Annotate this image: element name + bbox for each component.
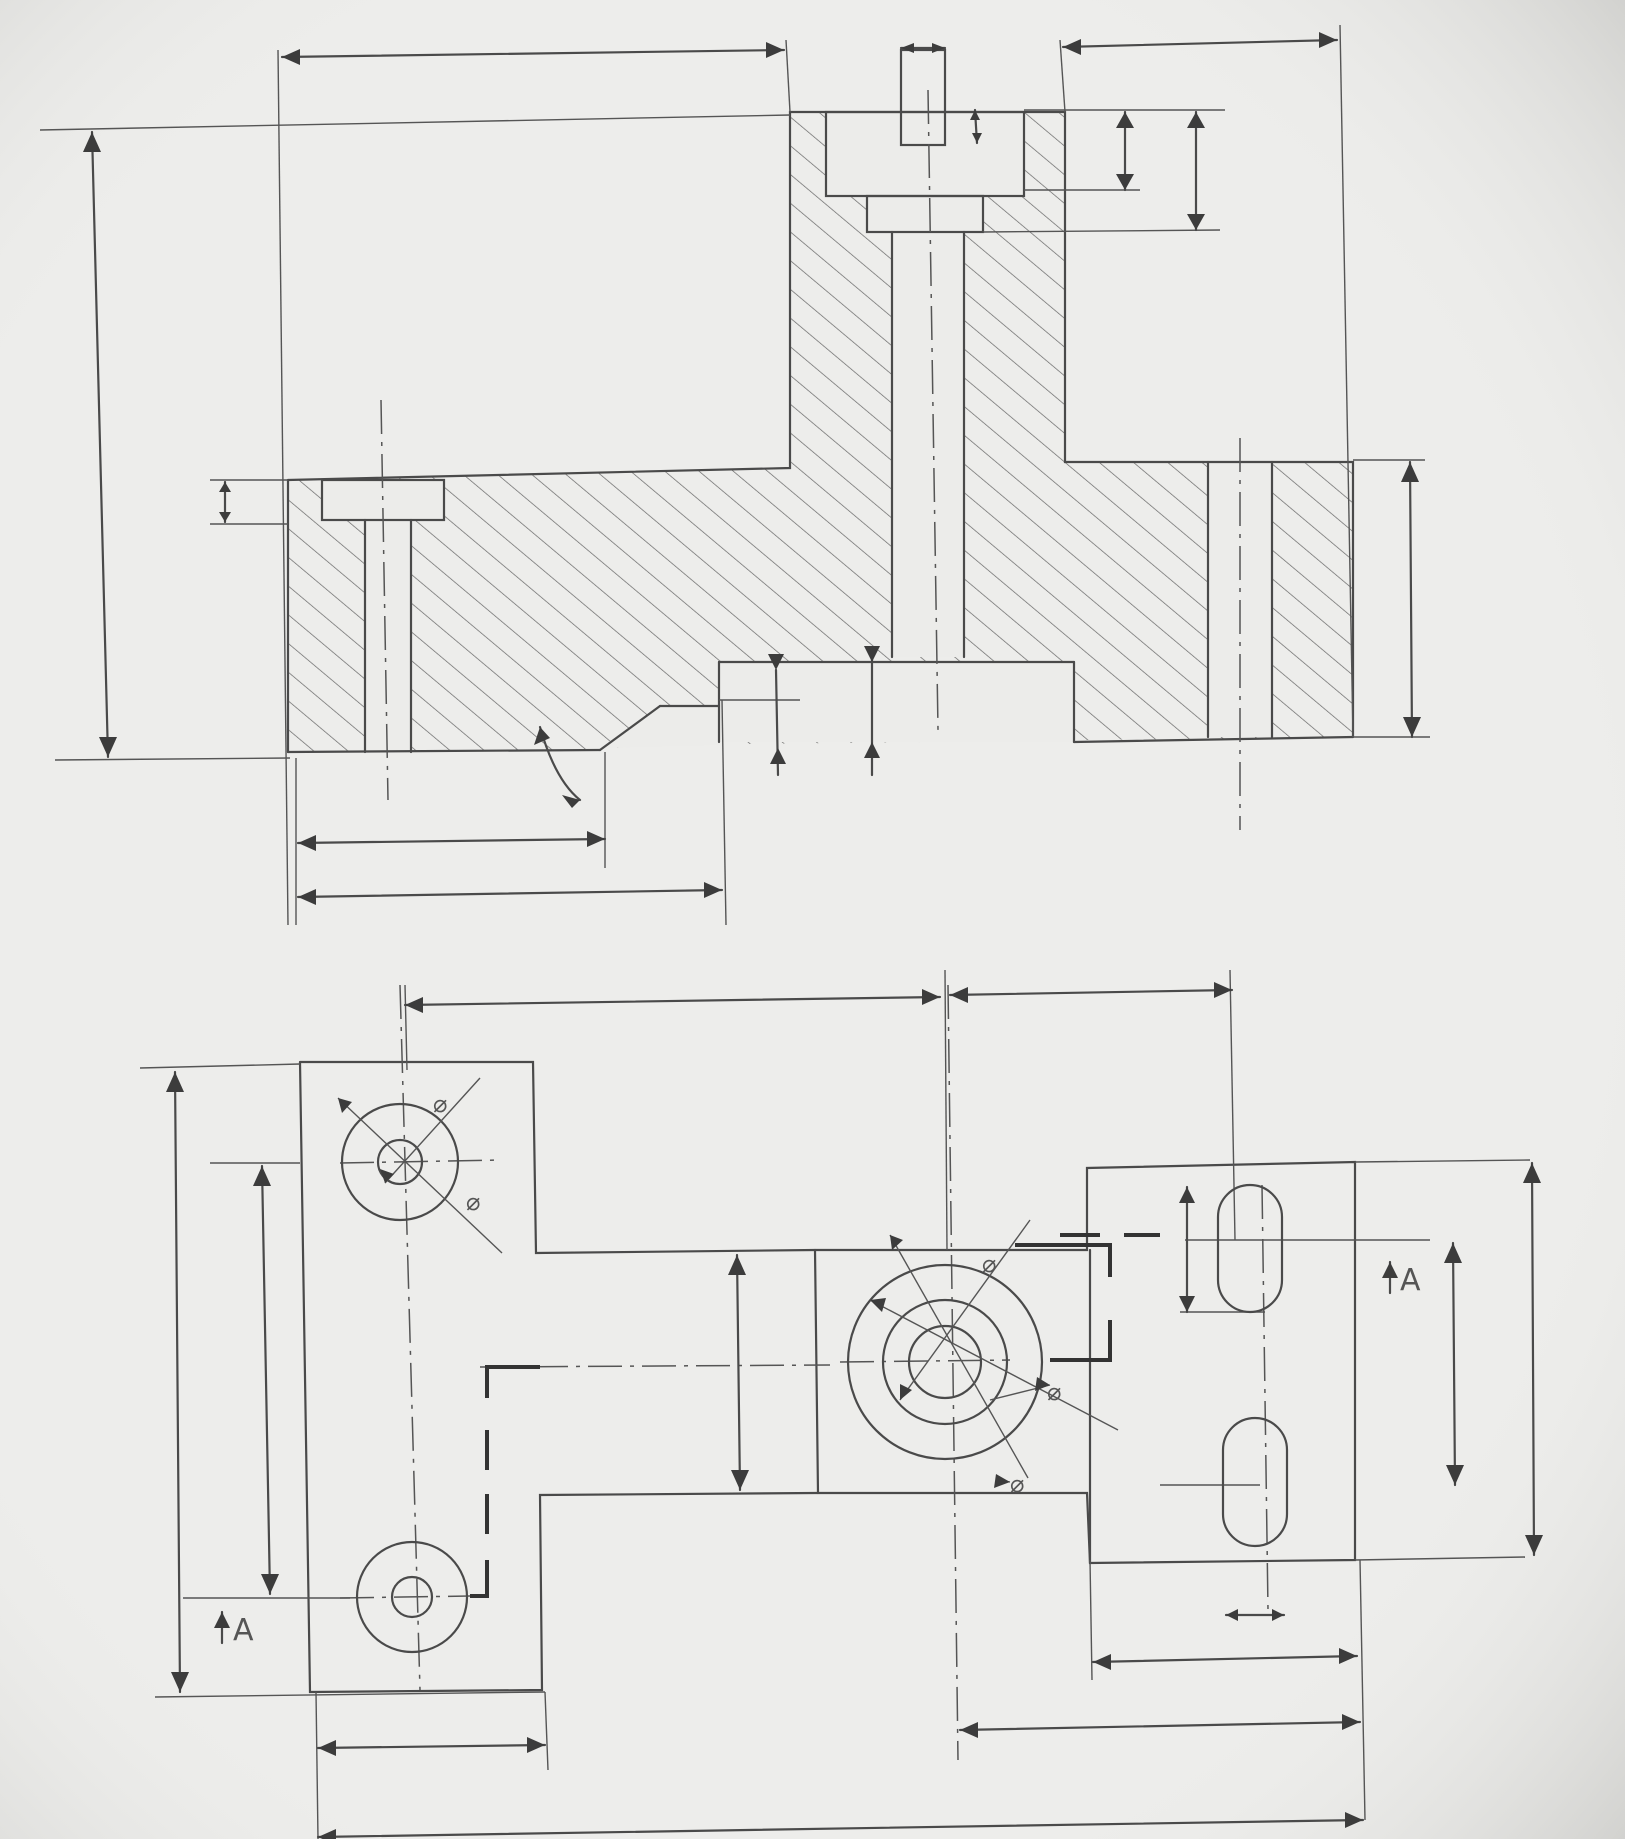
- dim-plan-center-to-right: [958, 1720, 1362, 1732]
- plan-holes: [340, 1102, 1289, 1654]
- dim-bottom-2: [296, 888, 724, 899]
- section-extension-lines: [39, 24, 1430, 926]
- section-outline: [286, 48, 1355, 754]
- plan-dimension-lines: [173, 988, 1536, 1839]
- section-openings: [322, 112, 1272, 752]
- dim-plan-top-right: [948, 988, 1234, 997]
- section-arrowheads: [83, 32, 1421, 905]
- hole-center-mid: [881, 1298, 1009, 1426]
- diameter-symbol: ⌀: [433, 1090, 447, 1118]
- dim-plan-right-height: [1530, 1161, 1536, 1557]
- hole-center-outer: [846, 1263, 1044, 1461]
- dim-plan-overall-height: [173, 1070, 182, 1694]
- diameter-symbol: ⌀: [1010, 1470, 1024, 1498]
- dim-plan-overall-width: [316, 1818, 1365, 1839]
- section-label-left: A: [233, 1613, 254, 1648]
- dim-plan-left-block: [316, 1743, 547, 1750]
- section-view: [39, 24, 1430, 926]
- plan-arrowheads: [166, 982, 1543, 1839]
- slot-top: [1216, 1183, 1284, 1314]
- plan-view: ⌀ ⌀ ⌀ ⌀ ⌀ A A: [139, 969, 1543, 1839]
- hole-bottom-left-inner: [390, 1575, 434, 1619]
- hole-center-inner: [907, 1324, 983, 1400]
- section-center-lines: [380, 89, 1241, 830]
- diameter-symbol: ⌀: [982, 1250, 996, 1278]
- cutting-plane-line: [470, 1233, 1160, 1598]
- diameter-symbol: ⌀: [466, 1188, 480, 1216]
- section-hatching: [288, 112, 1353, 752]
- diameter-symbol: ⌀: [1047, 1378, 1061, 1406]
- dim-overall-height: [90, 130, 110, 759]
- section-labels: A A: [220, 1260, 1421, 1648]
- hole-bottom-left-outer: [355, 1540, 469, 1654]
- dim-plan-hole-spacing: [260, 1164, 272, 1596]
- section-dimension-lines: [90, 38, 1414, 899]
- dim-bottom-1: [296, 837, 607, 845]
- hole-top-left-inner: [376, 1138, 424, 1186]
- dim-plan-center-height: [735, 1253, 742, 1492]
- dim-top-width-right: [1061, 38, 1339, 49]
- dim-plan-right-block: [1091, 1654, 1359, 1664]
- slot-bottom: [1221, 1416, 1289, 1548]
- dim-top-width-left: [280, 48, 786, 59]
- hole-top-left-outer: [340, 1102, 460, 1222]
- diameter-marks: ⌀ ⌀ ⌀ ⌀ ⌀: [433, 1090, 1061, 1498]
- dim-plan-slot-spacing: [1451, 1241, 1457, 1487]
- section-label-right: A: [1400, 1263, 1421, 1298]
- dim-right-height: [1408, 460, 1414, 739]
- dim-plan-top-left: [403, 995, 942, 1007]
